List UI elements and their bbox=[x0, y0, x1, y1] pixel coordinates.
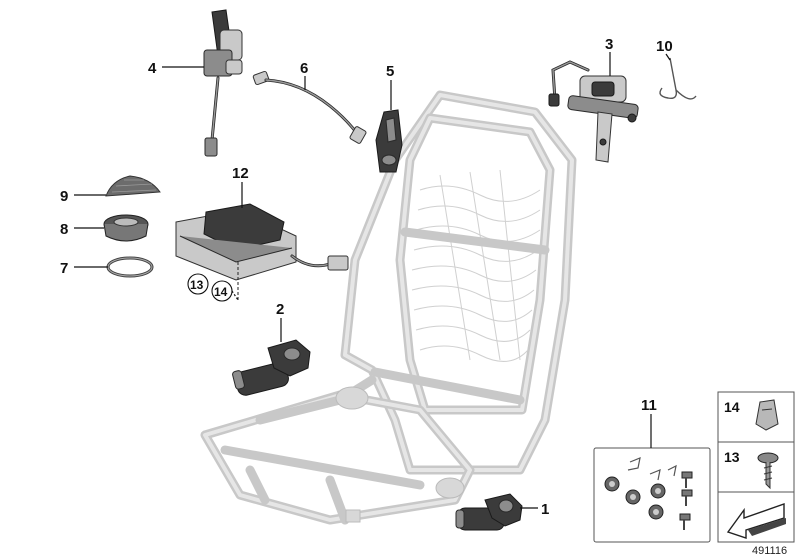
part-9-mesh-cover bbox=[105, 175, 161, 197]
legend-14-label: 14 bbox=[724, 399, 740, 415]
callout-12: 12 bbox=[232, 165, 249, 208]
callout-11: 11 bbox=[641, 397, 657, 448]
legend-13-label: 13 bbox=[724, 449, 740, 465]
callout-12-label: 12 bbox=[232, 165, 249, 182]
callout-3-label: 3 bbox=[605, 36, 613, 53]
spring-mesh bbox=[411, 169, 541, 362]
part-2-motor bbox=[232, 339, 311, 396]
part-10-hook bbox=[659, 57, 697, 100]
callout-13: 13 bbox=[187, 273, 209, 295]
callout-4-label: 4 bbox=[148, 60, 157, 77]
callout-2-label: 2 bbox=[276, 301, 284, 318]
part-7-ring bbox=[106, 256, 154, 278]
part-1-motor bbox=[455, 493, 523, 531]
nut-2 bbox=[625, 489, 641, 505]
callout-14: 14 bbox=[211, 280, 239, 302]
callout-2: 2 bbox=[276, 301, 284, 342]
part-8-housing bbox=[103, 214, 149, 242]
callout-5: 5 bbox=[386, 63, 394, 110]
callout-1-label: 1 bbox=[541, 501, 549, 518]
callout-10-label: 10 bbox=[656, 38, 673, 55]
legend-item-14: 14 bbox=[717, 391, 795, 443]
callout-8: 8 bbox=[60, 221, 104, 238]
nut-1 bbox=[604, 476, 620, 492]
callout-6: 6 bbox=[300, 60, 308, 90]
nut-3 bbox=[650, 483, 666, 499]
part-5-switch bbox=[375, 109, 403, 173]
part-11-small-parts-box bbox=[593, 447, 711, 543]
seat-backrest-frame bbox=[340, 90, 577, 475]
screw-2 bbox=[681, 489, 693, 506]
callout-3: 3 bbox=[605, 36, 613, 76]
callout-14-label: 14 bbox=[214, 285, 228, 299]
callout-1: 1 bbox=[520, 501, 549, 518]
part-4-motor-cable bbox=[203, 9, 243, 157]
part-6-cable bbox=[252, 70, 367, 144]
screw-1 bbox=[681, 471, 693, 488]
diagram-number: 491116 bbox=[752, 545, 787, 557]
callout-13-label: 13 bbox=[190, 278, 204, 292]
callout-4: 4 bbox=[148, 60, 204, 77]
callout-5-label: 5 bbox=[386, 63, 394, 80]
legend-item-arrow bbox=[717, 491, 795, 543]
callout-11-label: 11 bbox=[641, 397, 657, 414]
callout-7: 7 bbox=[60, 260, 108, 277]
callout-9-label: 9 bbox=[60, 188, 68, 205]
nut-4 bbox=[648, 504, 664, 520]
callout-8-label: 8 bbox=[60, 221, 68, 238]
screw-3 bbox=[679, 513, 691, 530]
part-3-actuator bbox=[548, 60, 639, 163]
callout-7-label: 7 bbox=[60, 260, 68, 277]
legend-item-13: 13 bbox=[717, 441, 795, 493]
callout-10: 10 bbox=[656, 38, 673, 61]
seat-base-frame bbox=[200, 375, 475, 525]
callout-9: 9 bbox=[60, 188, 106, 205]
callout-6-label: 6 bbox=[300, 60, 308, 77]
part-12-control-unit bbox=[175, 203, 349, 300]
